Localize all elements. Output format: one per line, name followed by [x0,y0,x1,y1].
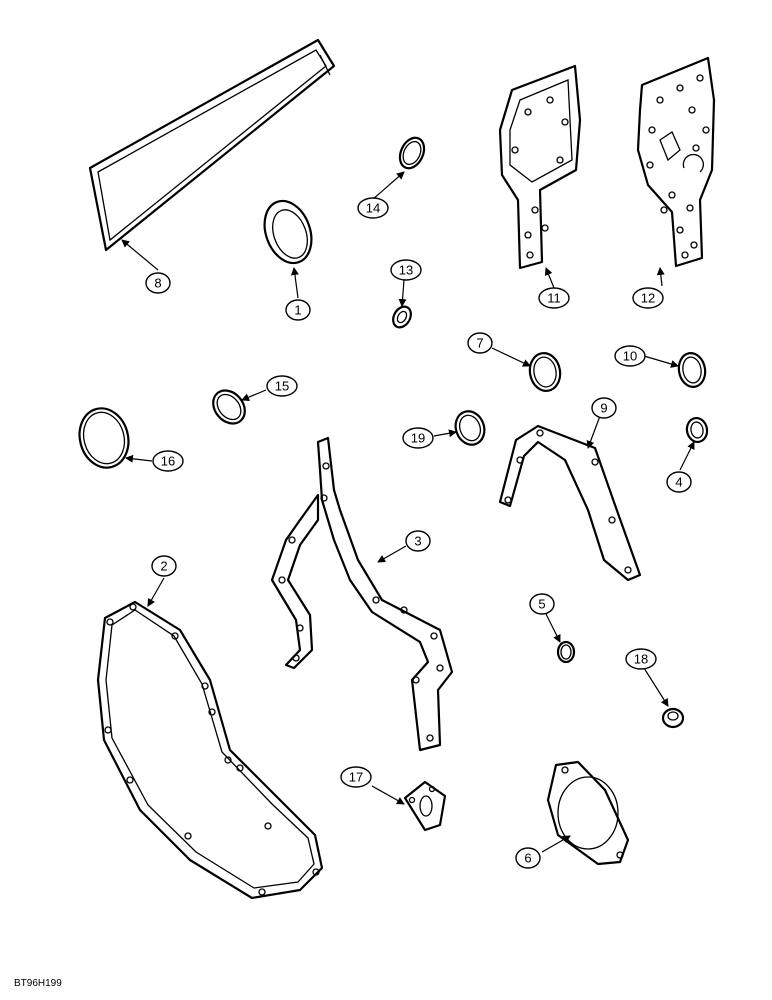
callout-4: 4 [666,471,692,493]
svg-text:2: 2 [160,559,167,574]
callout-3: 3 [405,530,431,552]
drawing-code: BT96H199 [14,978,62,989]
part-10-o-ring [677,352,707,388]
callout-18: 18 [625,648,657,670]
part-15-o-ring [212,389,246,425]
part-9-arch-gasket [498,424,642,582]
part-12-plate-gasket [636,56,716,268]
svg-text:4: 4 [675,475,682,490]
part-16-o-ring [78,407,130,469]
part-17-plate-gasket [403,780,447,832]
callout-7: 7 [467,332,493,354]
callout-17: 17 [340,766,372,788]
callout-11: 11 [538,287,570,309]
callout-10: 10 [614,345,646,367]
callout-bubbles: 8 1 14 13 11 12 7 10 [145,197,692,869]
svg-text:19: 19 [411,431,425,446]
part-6-flange-gasket [546,760,630,866]
callout-12: 12 [632,287,664,309]
part-8-rectangular-gasket [88,38,336,252]
leader-lines [121,171,695,853]
svg-text:8: 8 [154,276,161,291]
svg-text:11: 11 [547,291,561,306]
part-18-grommet [661,707,685,729]
svg-text:18: 18 [634,652,648,667]
svg-text:12: 12 [641,291,655,306]
part-1-seal [263,199,313,265]
svg-text:16: 16 [161,454,175,469]
callout-9: 9 [591,397,617,419]
svg-text:6: 6 [524,851,531,866]
part-19-o-ring [454,410,486,446]
part-3-front-cover-gasket [270,436,454,752]
part-13-seal [392,305,412,329]
part-11-plate-gasket [498,64,582,270]
svg-text:5: 5 [538,597,545,612]
part-14-o-ring [398,136,426,170]
svg-text:10: 10 [623,349,637,364]
callout-16: 16 [152,450,184,472]
callout-19: 19 [402,427,434,449]
callout-8: 8 [145,272,171,294]
callout-5: 5 [529,593,555,615]
svg-text:1: 1 [294,303,301,318]
callout-1: 1 [285,299,311,321]
callout-15: 15 [266,375,298,397]
part-7-o-ring [528,352,562,392]
callout-13: 13 [390,259,422,281]
callout-6: 6 [515,847,541,869]
svg-text:14: 14 [366,201,380,216]
part-5-o-ring [556,640,576,664]
svg-text:9: 9 [600,401,607,416]
svg-text:7: 7 [476,336,483,351]
svg-text:3: 3 [414,534,421,549]
svg-text:17: 17 [349,770,363,785]
callout-14: 14 [357,197,389,219]
svg-text:13: 13 [399,263,413,278]
part-4-seal [685,416,709,444]
part-2-gear-cover-gasket [96,600,324,900]
svg-text:15: 15 [275,379,289,394]
callout-2: 2 [151,555,177,577]
